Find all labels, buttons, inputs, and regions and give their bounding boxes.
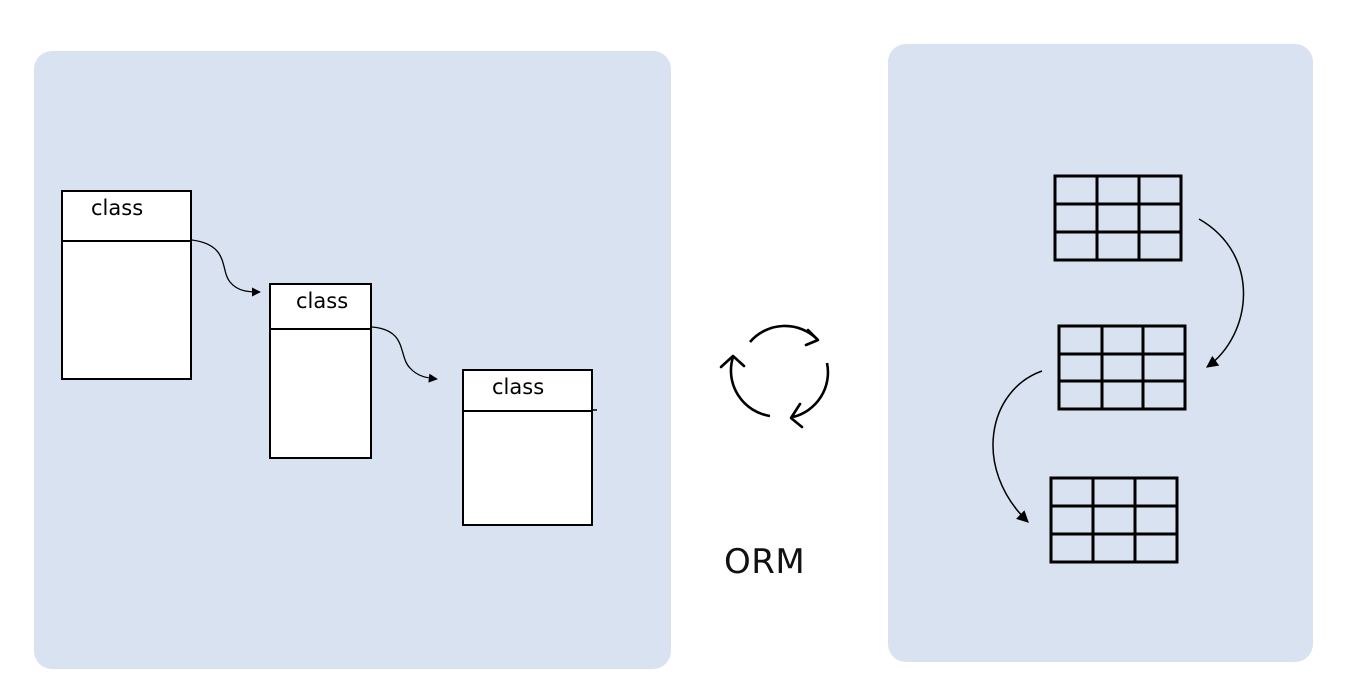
class-box-3-header	[464, 371, 591, 412]
orm-label: ORM	[724, 542, 806, 582]
class-box-2-label: class	[296, 289, 349, 313]
class-box-2: class	[269, 283, 372, 459]
class-box-3-label: class	[492, 375, 545, 399]
class-box-1-header	[63, 192, 190, 242]
refresh-cycle-icon	[719, 324, 830, 429]
database-panel	[888, 44, 1313, 662]
class-box-1-label: class	[91, 196, 144, 220]
class-box-3: class	[462, 369, 593, 526]
class-box-2-header	[271, 285, 370, 330]
class-box-1: class	[61, 190, 192, 380]
